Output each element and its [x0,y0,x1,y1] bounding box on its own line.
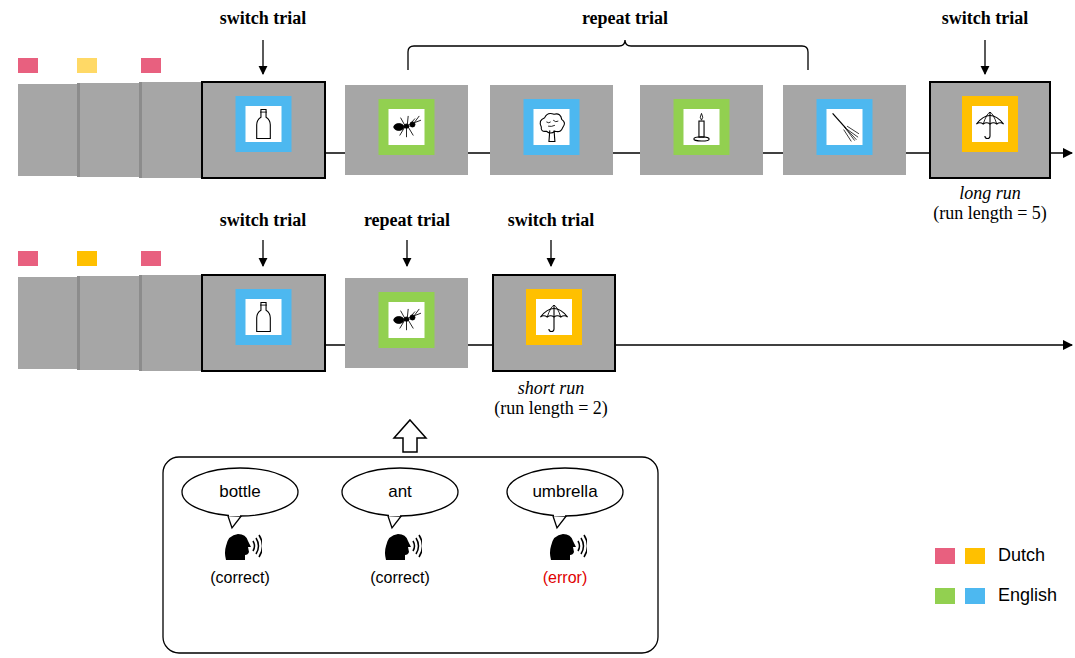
spoken-word: umbrella [532,482,597,502]
run-label: short run [518,378,585,398]
trial-card [139,275,203,371]
cue-square [141,58,161,73]
ant-picture [394,309,421,330]
trial-label: repeat trial [582,8,668,28]
bubble-tail [228,515,242,528]
picture-panel [246,299,282,335]
response-outcome: (correct) [210,568,270,588]
umbrella-picture [540,305,567,331]
language-cue-frame [526,289,582,345]
speech-bubble: bottle [180,466,300,518]
ant-picture [394,116,421,137]
picture-panel [684,109,720,145]
run-label: (run length = 2) [494,398,608,418]
speech-bubble: umbrella [505,466,625,518]
picture-panel [536,299,572,335]
cue-square [18,251,38,266]
trial-card [77,276,141,370]
card-edge [77,276,80,370]
language-cue-frame [674,99,730,155]
response-outcome: (error) [543,568,587,588]
cue-square [141,251,161,266]
picture-panel [827,109,863,145]
trial-label: switch trial [220,210,306,230]
trial-card [493,275,615,371]
bubble-join [389,512,400,516]
picture-panel [389,109,425,145]
trial-label: switch trial [220,8,306,28]
trial-card [345,278,468,368]
trial-card [640,85,763,175]
trial-card [77,83,141,177]
bubble-ellipse [507,468,623,516]
picture-panel [972,106,1008,142]
language-cue-frame [379,99,435,155]
trial-card [139,82,203,178]
card-edge [77,83,80,177]
card-edge [139,82,142,178]
trial-card [18,277,80,369]
trial-label: repeat trial [364,210,450,230]
trial-card [490,85,613,175]
trial-card [783,85,906,175]
run-label: (run length = 5) [933,203,1047,223]
bubble-join [554,512,565,516]
picture-panel [389,302,425,338]
trial-label: switch trial [508,210,594,230]
legend-text: Dutch [998,545,1045,566]
cue-square [77,251,97,266]
language-cue-frame [379,292,435,348]
trial-card [345,85,468,175]
language-cue-frame [817,99,873,155]
bubble-ellipse [182,468,298,516]
speech-bubble: ant [340,466,460,518]
picture-panel [246,106,282,142]
bubble-join [229,512,240,516]
trial-card [202,275,325,371]
spoken-word: ant [388,482,412,502]
bubble-tail [553,515,567,528]
response-outcome: (correct) [370,568,430,588]
cue-square [18,58,38,73]
legend-text: English [998,585,1057,606]
bubble-ellipse [342,468,458,516]
spoken-word: bottle [219,482,261,502]
language-cue-frame [524,99,580,155]
trial-card [930,82,1050,178]
broom-picture [833,113,859,141]
bottle-picture [257,110,271,139]
legend-swatch [935,588,955,604]
tree-picture [540,113,564,141]
trial-card [18,84,80,176]
bottle-picture [257,303,271,332]
trial-card [202,82,325,178]
language-cue-frame [236,96,292,152]
run-label: long run [959,183,1021,203]
card-edge [139,275,142,371]
language-cue-frame [236,289,292,345]
bubble-tail [388,515,402,528]
trial-label: switch trial [942,8,1028,28]
language-cue-frame [962,96,1018,152]
picture-panel [534,109,570,145]
umbrella-picture [976,112,1003,138]
cue-square [77,58,97,73]
candle-picture [694,113,709,141]
legend-swatch [935,548,955,564]
